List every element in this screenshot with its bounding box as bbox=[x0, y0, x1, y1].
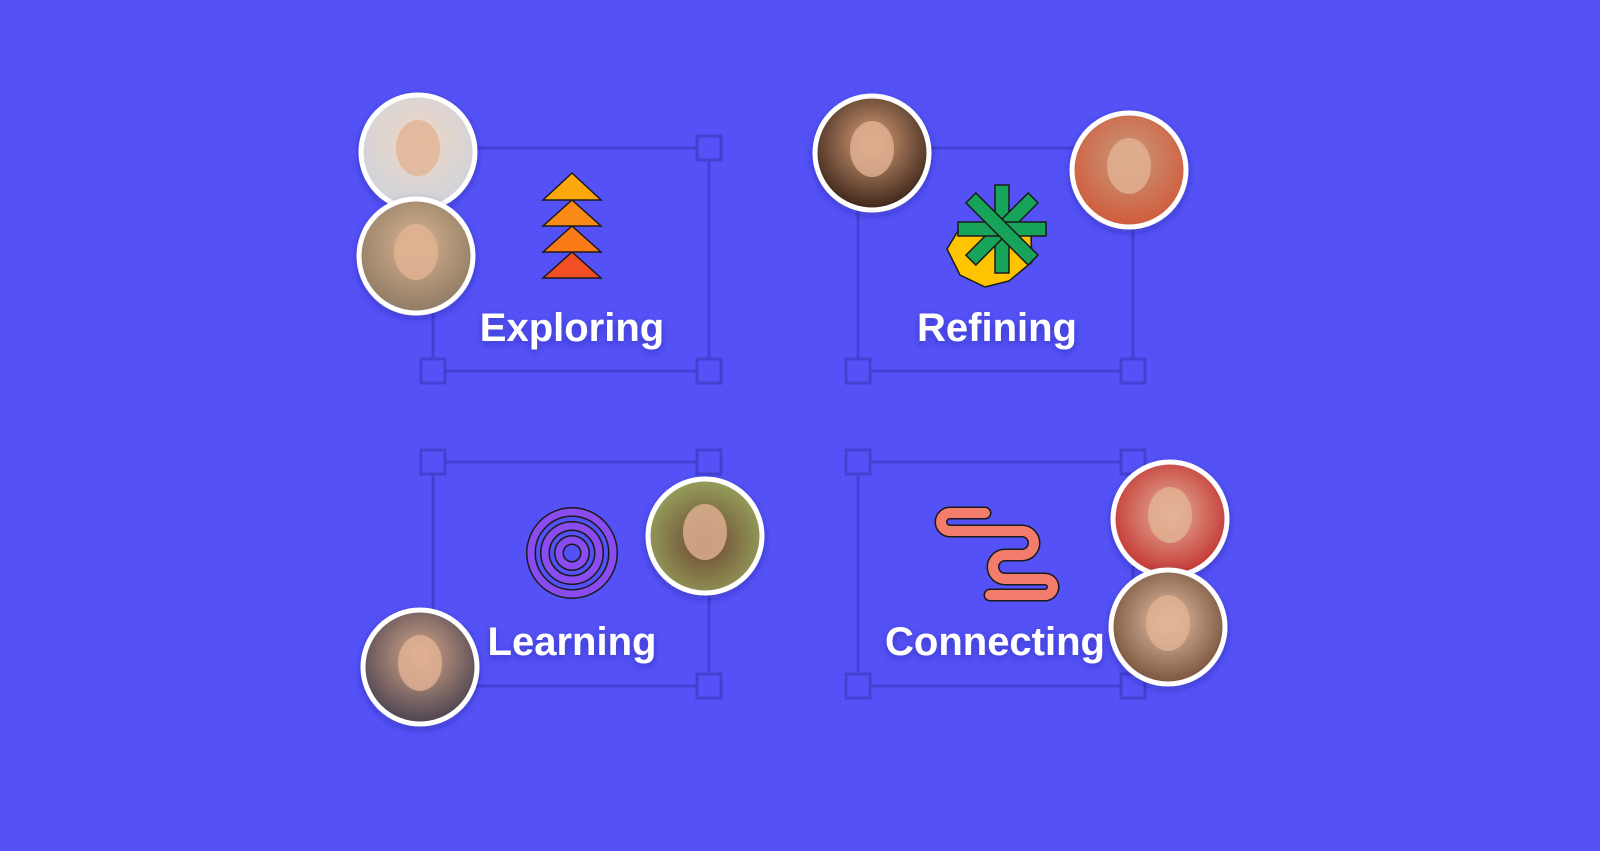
resize-handle bbox=[419, 357, 447, 385]
avatar bbox=[1108, 567, 1228, 687]
resize-handle bbox=[844, 357, 872, 385]
concentric-circles-icon bbox=[526, 507, 618, 599]
card-label-refining: Refining bbox=[917, 306, 1077, 350]
asterisk-octagon-icon bbox=[946, 184, 1047, 288]
avatar bbox=[812, 93, 932, 213]
avatar bbox=[356, 196, 476, 316]
resize-handle bbox=[844, 448, 872, 476]
resize-handle bbox=[695, 357, 723, 385]
avatar bbox=[1110, 459, 1230, 579]
avatar bbox=[1069, 110, 1189, 230]
card-label-exploring: Exploring bbox=[480, 306, 664, 350]
card-label-connecting: Connecting bbox=[885, 620, 1105, 664]
card-label-learning: Learning bbox=[488, 620, 657, 664]
stacked-triangles-icon bbox=[541, 171, 603, 279]
avatar bbox=[360, 607, 480, 727]
resize-handle bbox=[844, 672, 872, 700]
resize-handle bbox=[419, 448, 447, 476]
resize-handle bbox=[695, 672, 723, 700]
resize-handle bbox=[695, 448, 723, 476]
avatar bbox=[358, 92, 478, 212]
avatar bbox=[645, 476, 765, 596]
resize-handle bbox=[695, 134, 723, 162]
squiggle-path-icon bbox=[934, 506, 1060, 602]
resize-handle bbox=[1119, 357, 1147, 385]
